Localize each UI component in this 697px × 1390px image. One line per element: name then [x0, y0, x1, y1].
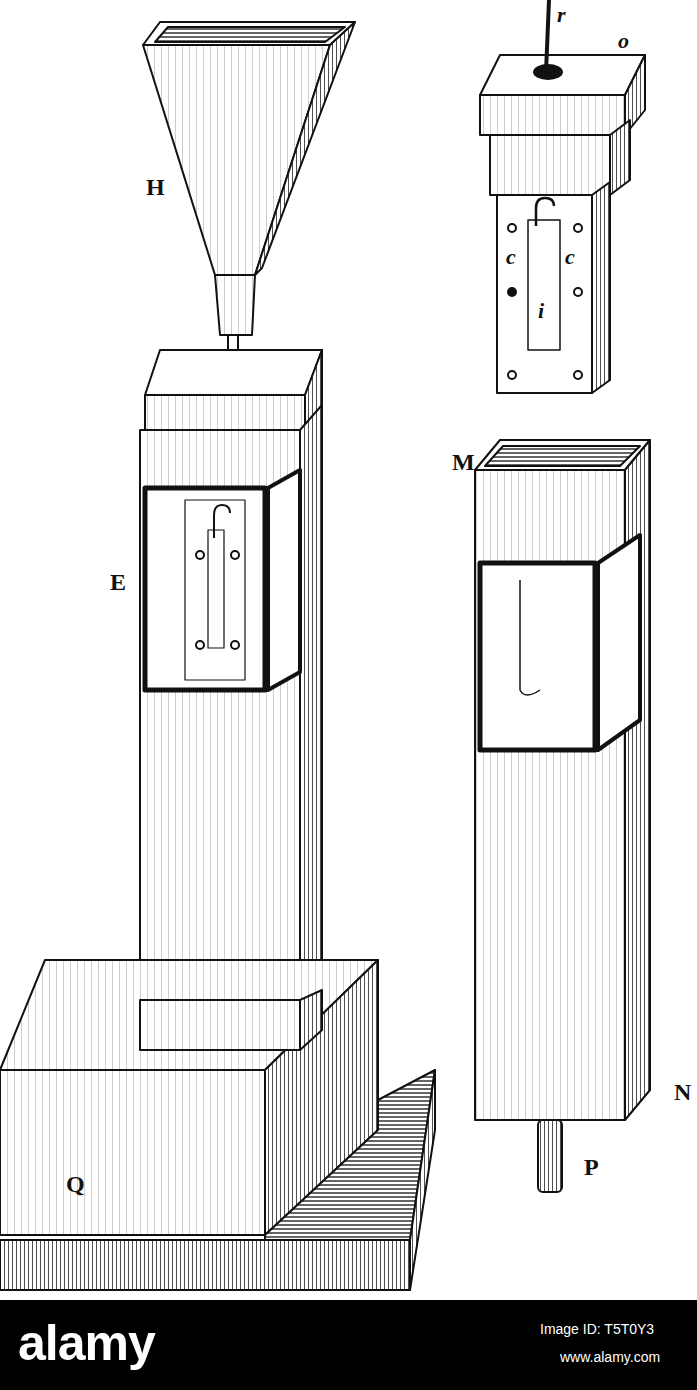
watermark-logo: alamy: [18, 1318, 155, 1368]
part-letter: E: [110, 570, 126, 594]
part-letter: c: [505, 246, 517, 268]
part-letter: c: [564, 246, 576, 268]
watermark-bar: [0, 1300, 697, 1390]
part-letter: o: [618, 30, 629, 52]
part-letter: Q: [66, 1172, 85, 1196]
part-letter: N: [674, 1080, 691, 1104]
part-letter: M: [452, 450, 475, 474]
part-letter: i: [538, 300, 544, 322]
part-letter: r: [556, 4, 567, 26]
watermark-id: Image ID: T5T0Y3: [540, 1322, 654, 1336]
part-letter: H: [146, 175, 165, 199]
part-letter: P: [584, 1155, 599, 1179]
watermark-url: www.alamy.com: [560, 1350, 660, 1364]
